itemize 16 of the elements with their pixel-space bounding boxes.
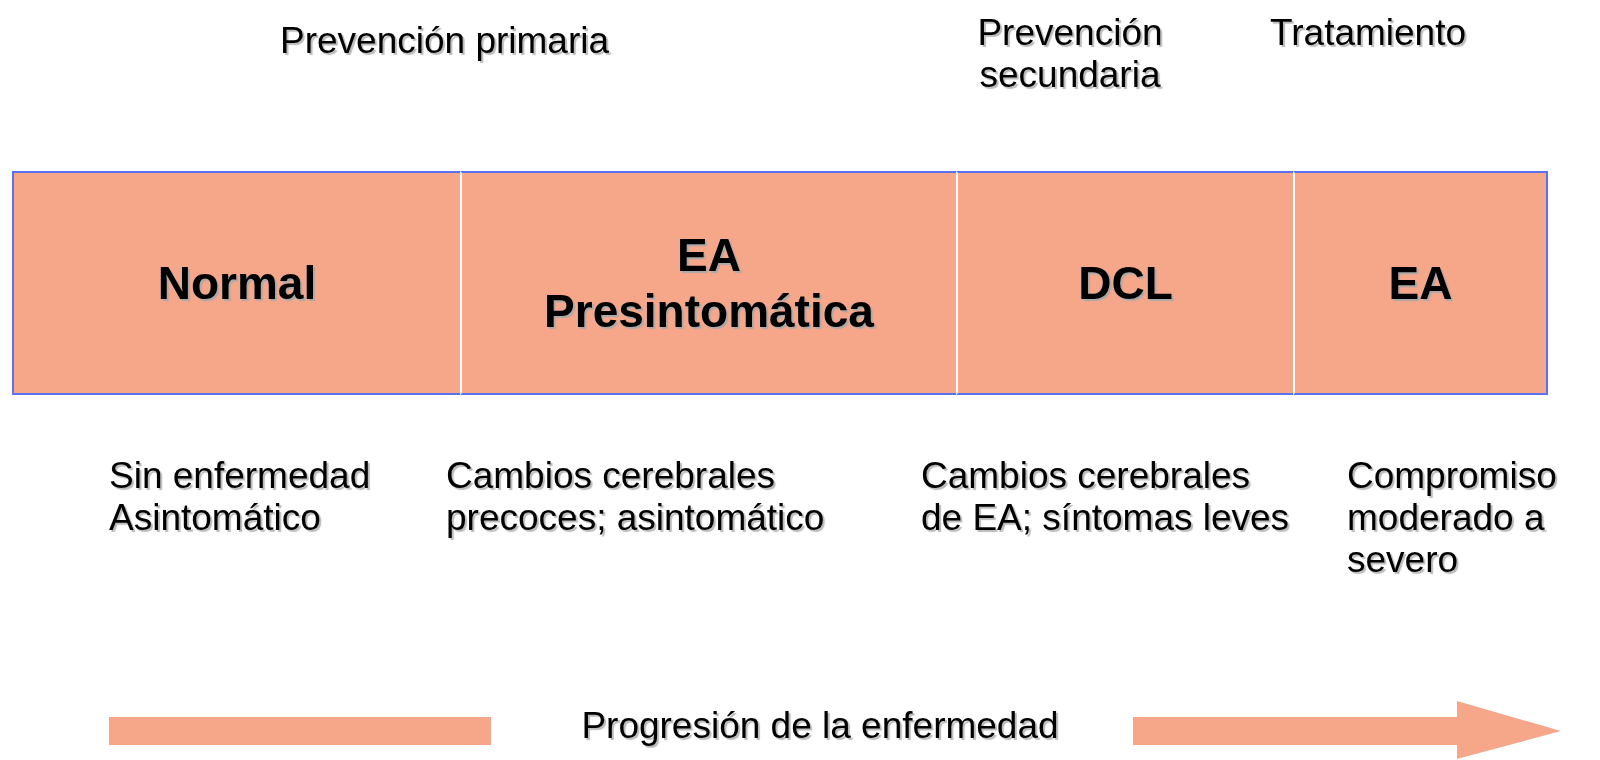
stage-description: Cambios cerebrales precoces; asintomático	[446, 455, 826, 539]
stage-title: DCL	[1078, 256, 1173, 311]
stage-box	[1293, 171, 1548, 395]
stage-title: EA	[1388, 256, 1453, 311]
stage-description: Compromiso moderado a severo	[1347, 455, 1558, 581]
arrow-label: Progresión de la enfermedad	[580, 705, 1060, 747]
stage-box	[460, 171, 956, 395]
stage-title: Normal	[157, 256, 317, 311]
stage-title: EA Presintomática	[543, 228, 875, 339]
stage-box	[956, 171, 1293, 395]
stage-description: Sin enfermedad Asintomático	[109, 455, 372, 539]
stage-description: Cambios cerebrales de EA; síntomas leves	[921, 455, 1291, 539]
phase-heading: Prevención secundaria	[976, 12, 1164, 96]
stage-box	[12, 171, 460, 395]
phase-heading: Tratamiento	[1270, 12, 1468, 54]
phase-heading: Prevención primaria	[280, 20, 611, 62]
